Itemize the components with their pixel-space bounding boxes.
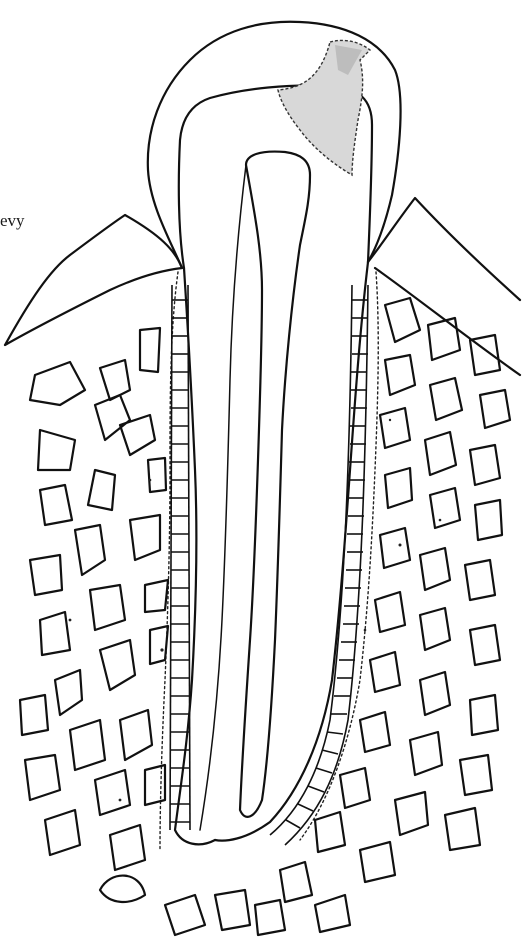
- alveolar-border-left: [160, 272, 178, 850]
- bone-trabeculae-right: [255, 298, 510, 935]
- decay-lesion: [278, 40, 370, 175]
- ligament-left: [170, 285, 190, 830]
- gum-right: [368, 198, 520, 300]
- ligament-right: [270, 285, 368, 845]
- crown-outline: [148, 22, 401, 268]
- root-inner-left: [200, 165, 246, 830]
- pulp-canal: [240, 152, 310, 817]
- gum-left: [5, 215, 182, 345]
- bone-trabeculae-left: [20, 328, 250, 935]
